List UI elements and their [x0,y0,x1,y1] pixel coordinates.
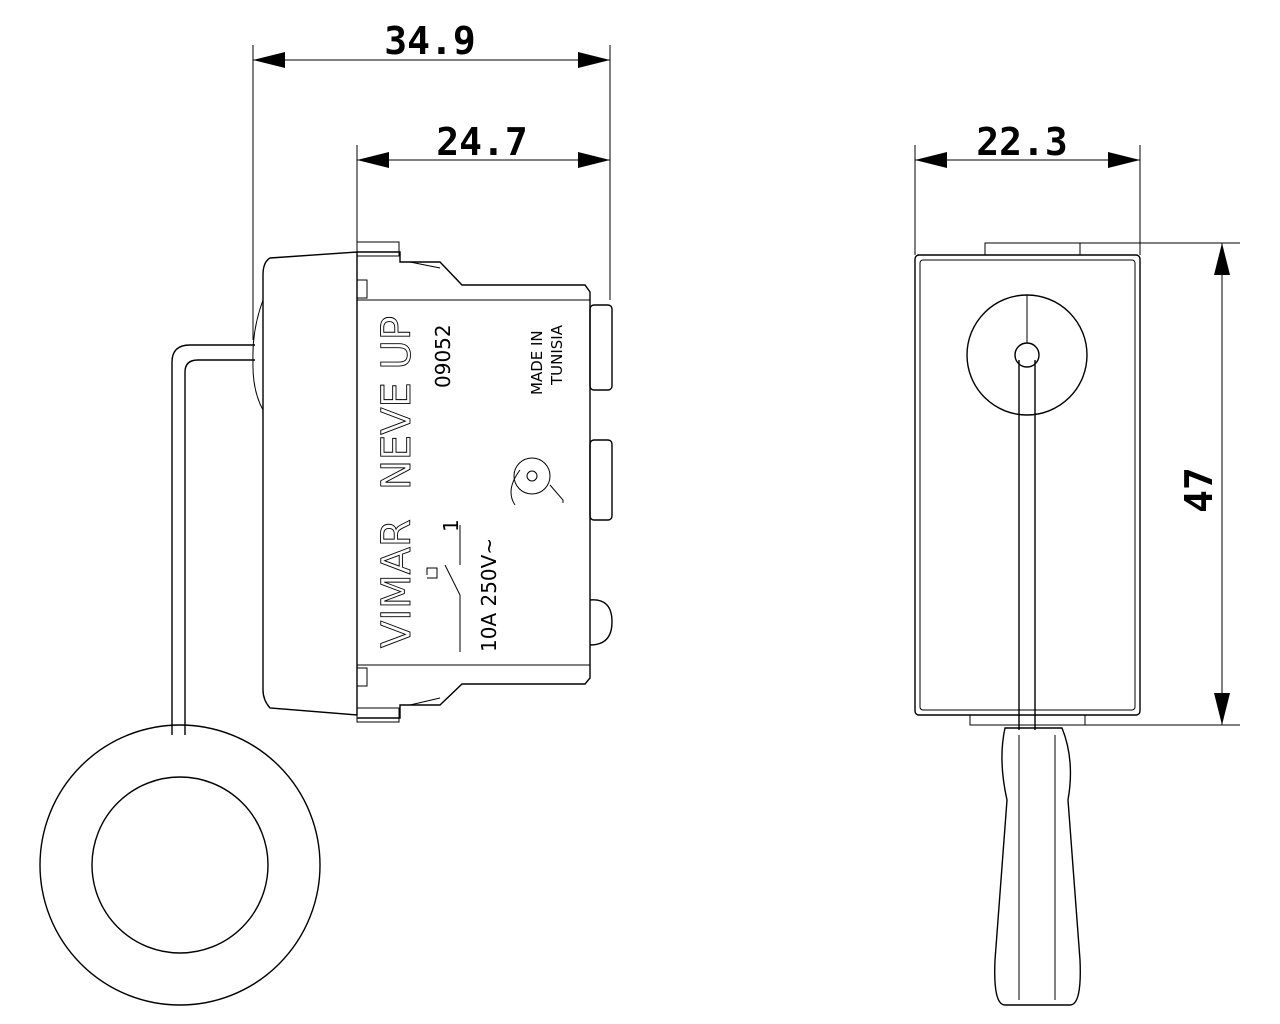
dimension-label: 47 [1177,467,1221,513]
brand-label: VIMAR [374,519,420,648]
dimension-label: 34.9 [384,19,476,63]
terminal-label: 1 [439,519,463,532]
dimension-label: 22.3 [976,120,1068,164]
dimension-width: 22.3 [914,120,1141,255]
rating-label: 10A 250V~ [477,538,501,652]
side-view: 34.9 24.7 VIMAR NEVE UP 09052 MAD [39,19,613,1006]
terminal-bump [589,599,613,646]
pull-lever [1018,360,1036,730]
front-plate [914,254,1141,716]
pull-cord [171,344,255,735]
dimension-label: 24.7 [436,120,528,164]
dimension-overall-depth: 34.9 [252,19,611,340]
pull-ring [39,724,321,1006]
dimension-height: 47 [1080,242,1240,726]
front-view: 22.3 47 [914,120,1240,1006]
origin-label: MADE IN [528,330,546,395]
pull-handle [994,727,1081,1006]
certification-mark-icon [510,457,564,506]
origin-label: TUNISIA [548,324,566,386]
switch-symbol [426,525,461,652]
series-label: NEVE UP [374,316,420,490]
front-cap [262,251,358,716]
terminal-screw [589,304,613,391]
dimension-body-depth: 24.7 [356,120,610,242]
terminal-screw [589,439,613,521]
product-code: 09052 [431,324,455,388]
